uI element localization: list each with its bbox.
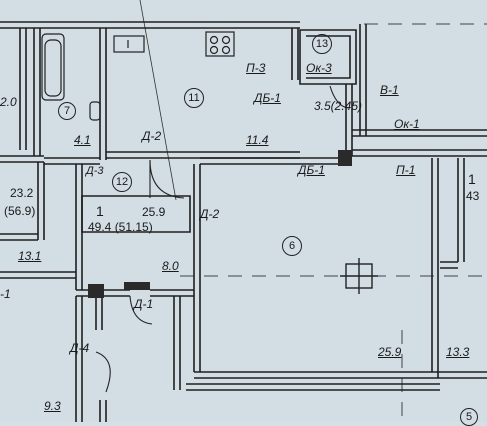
- living-area: 25.9: [142, 205, 166, 219]
- vent-shaft: [340, 258, 378, 294]
- vent-mark-v1: В-1: [380, 83, 399, 97]
- room-5-marker: 5: [460, 408, 478, 426]
- partition-mark-p3: П-3: [246, 61, 266, 75]
- balcony-door-mark-top: ДБ-1: [254, 91, 281, 105]
- door-mark-d4: Д-4: [70, 341, 90, 355]
- apartment-number: 1: [96, 203, 104, 219]
- room-13-area: 3.5(2.45): [314, 99, 363, 113]
- area-13-1: 13.1: [18, 249, 42, 263]
- door-swings: [95, 85, 349, 393]
- left-edge-mark: -1: [0, 287, 11, 301]
- door-mark-d1: Д-1: [134, 297, 154, 311]
- dashed-grid-lines: [180, 23, 487, 422]
- room-7-area: 4.1: [74, 133, 91, 147]
- window-mark-ok1: Ок-1: [394, 117, 420, 131]
- right-apartment-value: 43: [466, 189, 480, 203]
- sink: [113, 35, 145, 53]
- room-13-marker: 13: [312, 34, 332, 54]
- room-11-marker: 11: [184, 88, 204, 108]
- walls: [0, 21, 487, 422]
- right-apartment-number: 1: [468, 171, 476, 187]
- room-6-marker: 6: [282, 236, 302, 256]
- balcony-door-mark-bottom: ДБ-1: [298, 163, 325, 177]
- total-area: 49.4 (51.15): [88, 220, 153, 234]
- left-apartment-total-area: (56.9): [4, 204, 36, 218]
- bathtub: [41, 33, 65, 101]
- door-mark-d2-room: Д-2: [200, 207, 220, 221]
- room-7-marker: 7: [58, 102, 76, 120]
- column-blocks: [88, 150, 352, 298]
- room-12-area: 8.0: [162, 259, 179, 273]
- room-12-marker: 12: [112, 172, 132, 192]
- stove: [205, 31, 235, 57]
- paper-crease-line: [139, 0, 177, 201]
- left-apartment-living-area: 23.2: [10, 186, 34, 200]
- area-13-3: 13.3: [446, 345, 470, 359]
- area-9-3: 9.3: [44, 399, 61, 413]
- window-mark-ok3: Ок-3: [306, 61, 332, 75]
- room-6-area: 25.9: [378, 345, 402, 359]
- area-edge-left-top: 2.0: [0, 95, 17, 109]
- partition-mark-p1: П-1: [396, 163, 416, 177]
- room-11-area: 11.4: [246, 133, 269, 147]
- door-mark-d2-kitchen: Д-2: [142, 129, 162, 143]
- door-mark-d3: Д-3: [86, 165, 104, 177]
- toilet: [89, 101, 101, 121]
